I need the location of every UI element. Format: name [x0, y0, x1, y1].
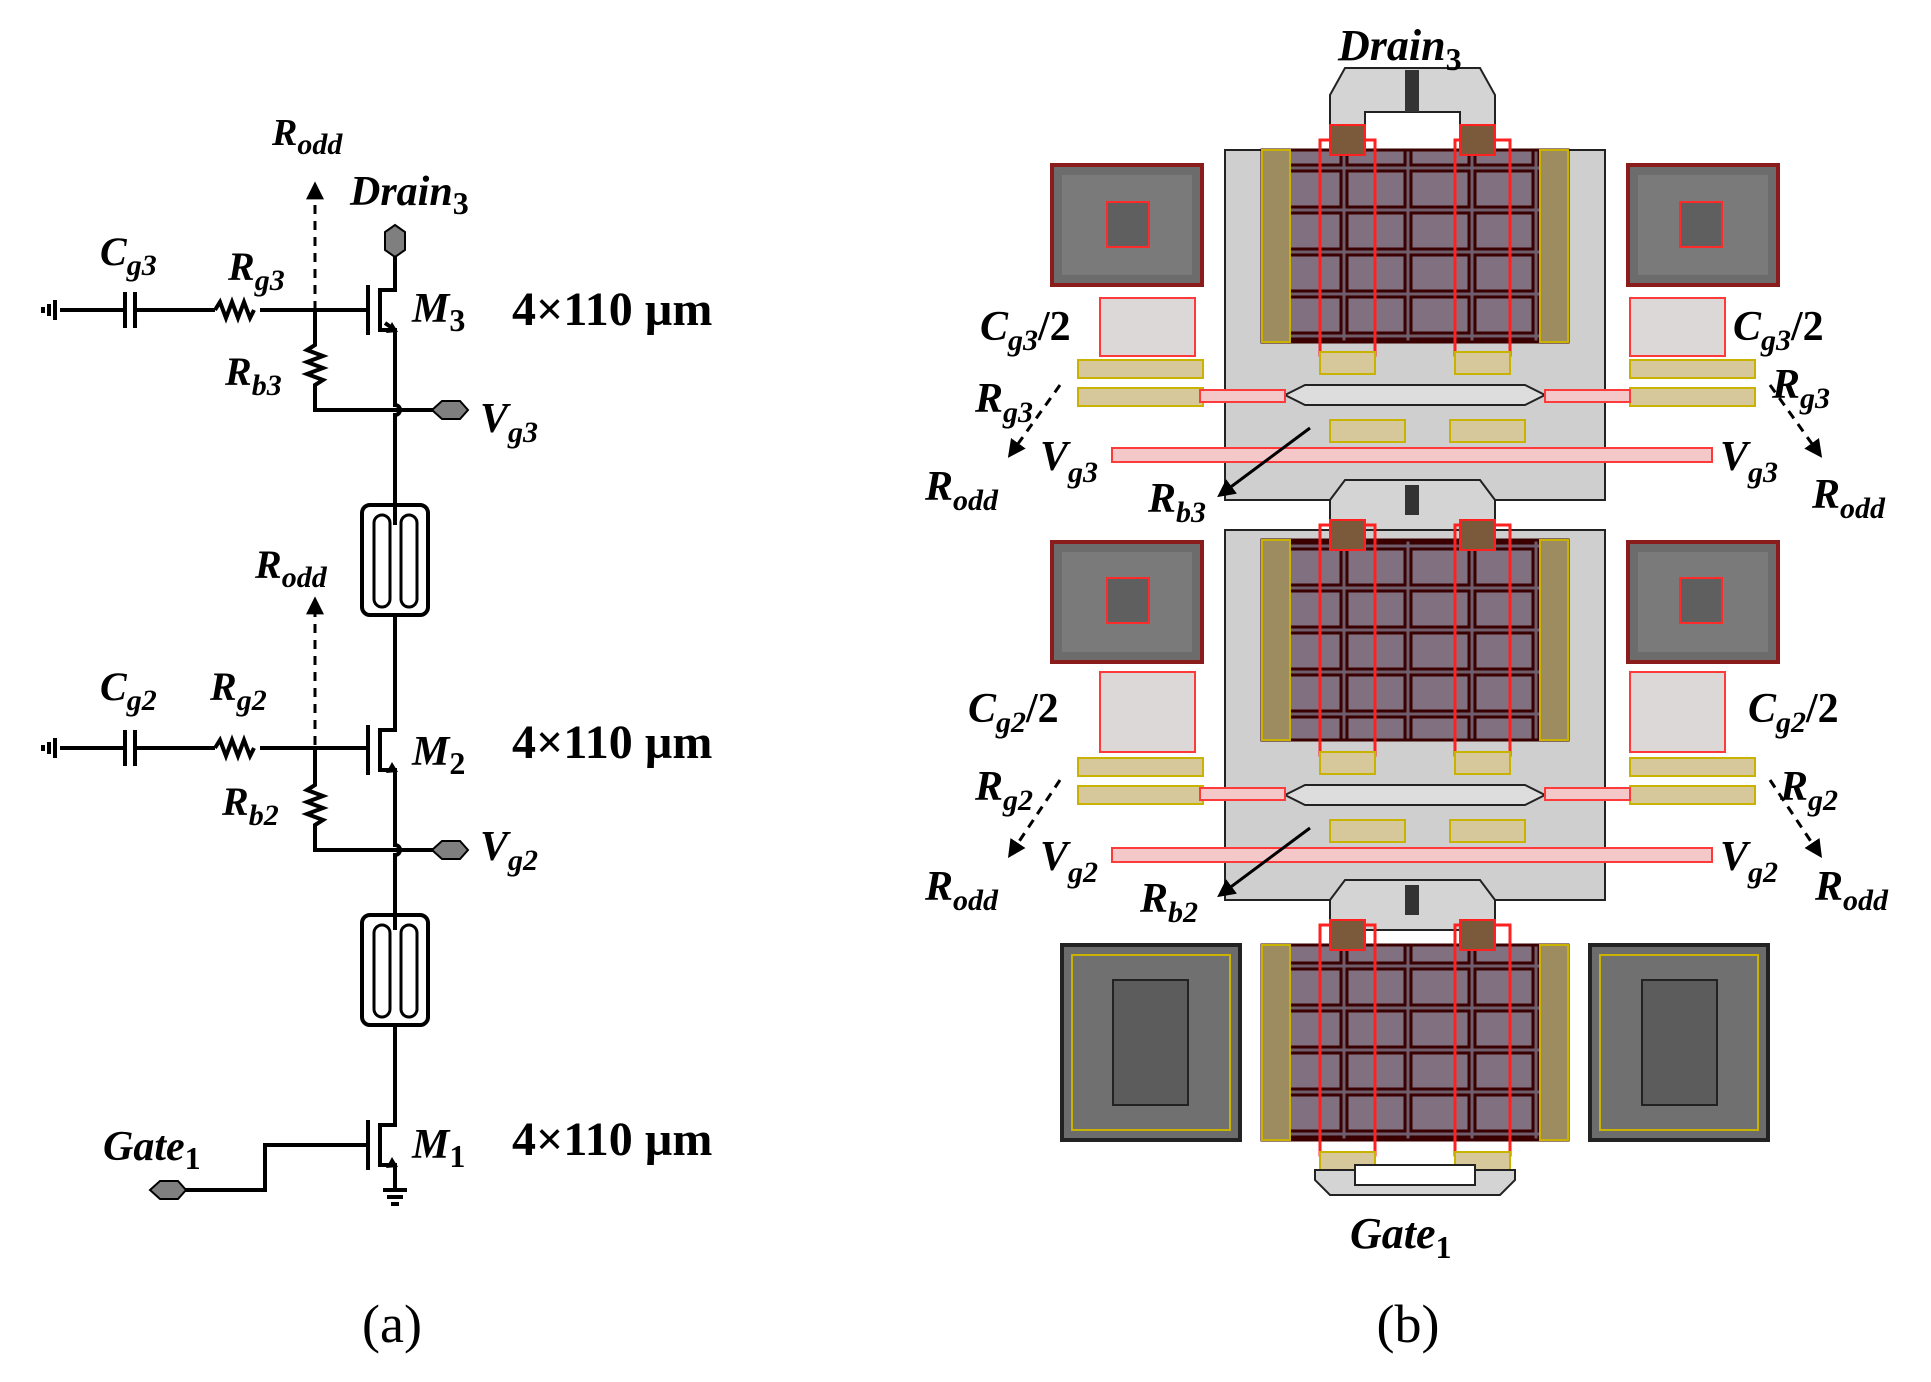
transistor-m3	[366, 280, 398, 380]
coupled-line-1	[360, 503, 430, 720]
label-m1-size: 4×110 µm	[512, 1113, 712, 1166]
label-b-rodd-right-2: Rodd	[1814, 864, 1889, 917]
label-rodd-top: Rodd	[271, 112, 343, 161]
label-drain3: Drain3	[349, 169, 469, 221]
label-rb3: Rb3	[224, 349, 282, 402]
label-b-cg3-right: Cg3/2	[1733, 304, 1824, 357]
drain3-terminal-icon	[384, 223, 406, 259]
layout-cell-m3	[1050, 124, 1780, 531]
label-rg2: Rg2	[209, 664, 267, 717]
label-vg3: Vg3	[480, 396, 538, 449]
label-m2: M2	[411, 729, 465, 781]
label-b-rodd-right-1: Rodd	[1811, 472, 1886, 525]
gate1-terminal-icon	[148, 1180, 188, 1200]
label-b-rodd-left-2: Rodd	[924, 864, 999, 917]
label-m3-size: 4×110 µm	[512, 283, 712, 336]
label-b-rg3-left: Rg3	[974, 376, 1033, 429]
label-b-rodd-left-1: Rodd	[924, 464, 999, 517]
label-b-rb3: Rb3	[1147, 476, 1206, 529]
label-m2-size: 4×110 µm	[512, 716, 712, 769]
label-vg2: Vg2	[480, 824, 538, 877]
label-b-vg2-left: Vg2	[1040, 834, 1098, 889]
vg3-terminal-icon	[430, 400, 470, 420]
label-b-cg2-right: Cg2/2	[1748, 686, 1839, 739]
label-b-vg2-right: Vg2	[1720, 834, 1778, 889]
label-m3: M3	[411, 286, 465, 338]
panel-b-layout: Drain3 Cg3/2 Cg3/2 Rg3 Rg3 Vg3 Vg3 Rodd …	[924, 21, 1889, 1354]
label-b-vg3-right: Vg3	[1720, 434, 1778, 489]
label-cg3: Cg3	[100, 229, 157, 282]
coupled-line-2	[360, 913, 430, 1115]
transistor-m2	[366, 720, 398, 820]
panel-a-schematic: Rodd Drain3 Cg3 Rg3 M3 4×110 µm Rb3 Vg3 …	[41, 112, 712, 1354]
label-b-drain3: Drain3	[1337, 21, 1462, 77]
vg2-terminal-icon	[430, 840, 470, 860]
label-gate1: Gate1	[103, 1124, 201, 1176]
label-b-rg3-right: Rg3	[1771, 362, 1830, 415]
label-cg2: Cg2	[100, 664, 157, 717]
label-b-cg2-left: Cg2/2	[968, 686, 1059, 739]
label-b-rg2-left: Rg2	[974, 764, 1033, 817]
label-b-rg2-right: Rg2	[1779, 764, 1838, 817]
label-b-cg3-left: Cg3/2	[980, 304, 1071, 357]
label-b-rb2: Rb2	[1139, 876, 1198, 929]
caption-a: (a)	[362, 1294, 422, 1354]
layout-cell-m1	[1060, 919, 1770, 1196]
layout-cell-m2	[1050, 519, 1780, 931]
label-rg3: Rg3	[227, 244, 285, 297]
transistor-m1	[366, 1115, 407, 1206]
label-b-vg3-left: Vg3	[1040, 434, 1098, 489]
caption-b: (b)	[1377, 1294, 1440, 1354]
label-rb2: Rb2	[221, 779, 279, 832]
label-b-gate1: Gate1	[1350, 1209, 1452, 1265]
label-m1: M1	[411, 1122, 465, 1174]
label-rodd-mid: Rodd	[254, 542, 328, 594]
